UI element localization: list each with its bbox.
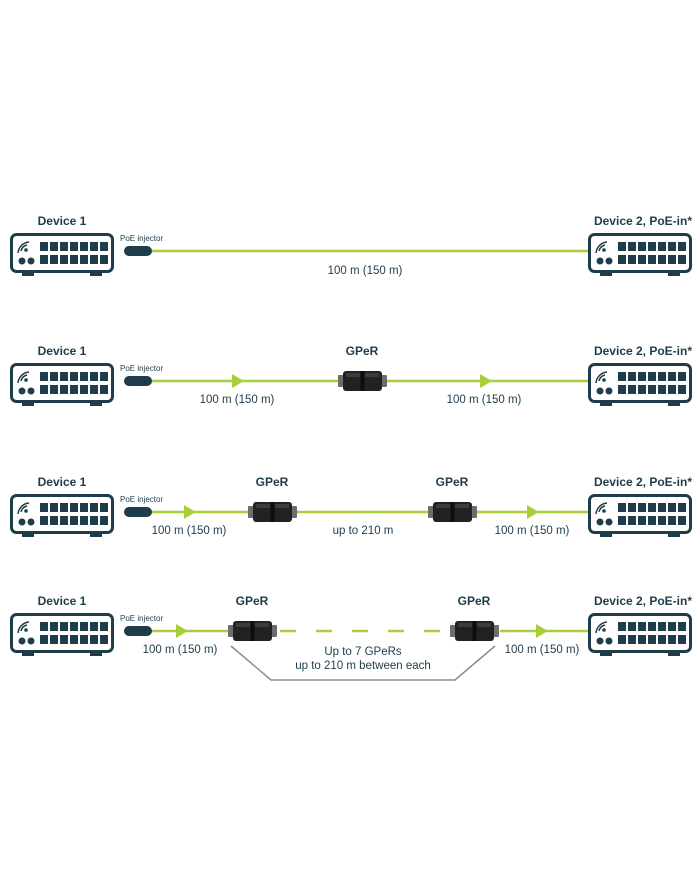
direction-arrow-icon <box>176 624 188 638</box>
gper-label: GPeR <box>256 475 289 489</box>
poe-injector-label: PoE injector <box>120 495 163 504</box>
note-line-2: up to 210 m between each <box>295 660 431 672</box>
distance-label: up to 210 m <box>333 525 394 537</box>
poe-injector-icon <box>124 626 152 636</box>
row-4: Device 1 Device 2, PoE-in* PoE injector … <box>10 594 692 681</box>
gper-label: GPeR <box>236 594 269 608</box>
direction-arrow-icon <box>480 374 492 388</box>
poe-injector-icon <box>124 246 152 256</box>
device-1-switch-icon <box>10 494 114 539</box>
device-2-label: Device 2, PoE-in* <box>594 214 692 228</box>
direction-arrow-icon <box>536 624 548 638</box>
gper-repeater-icon <box>228 621 277 641</box>
gper-repeater-icon <box>248 502 297 522</box>
distance-label: 100 m (150 m) <box>447 394 522 406</box>
note-line-1: Up to 7 GPeRs <box>324 646 402 658</box>
poe-injector-icon <box>124 376 152 386</box>
device-2-switch-icon <box>588 233 692 278</box>
row-2: Device 1 Device 2, PoE-in* PoE injector … <box>10 344 692 408</box>
bracket <box>230 645 496 681</box>
direction-arrow-icon <box>527 505 539 519</box>
gper-repeater-icon <box>428 502 477 522</box>
gper-label: GPeR <box>436 475 469 489</box>
gper-repeater-icon <box>338 371 387 391</box>
distance-label: 100 m (150 m) <box>505 644 580 656</box>
device-1-label: Device 1 <box>38 214 87 228</box>
direction-arrow-icon <box>232 374 244 388</box>
distance-label: 100 m (150 m) <box>328 265 403 277</box>
device-1-switch-icon <box>10 233 114 278</box>
device-2-switch-icon <box>588 363 692 408</box>
device-1-switch-icon <box>10 613 114 658</box>
device-1-label: Device 1 <box>38 594 87 608</box>
distance-label: 100 m (150 m) <box>143 644 218 656</box>
device-1-label: Device 1 <box>38 475 87 489</box>
distance-label: 100 m (150 m) <box>200 394 275 406</box>
distance-label: 100 m (150 m) <box>495 525 570 537</box>
device-2-switch-icon <box>588 494 692 539</box>
device-2-label: Device 2, PoE-in* <box>594 594 692 608</box>
direction-arrow-icon <box>184 505 196 519</box>
device-1-label: Device 1 <box>38 344 87 358</box>
row-3: Device 1 Device 2, PoE-in* PoE injector … <box>10 475 692 539</box>
device-2-label: Device 2, PoE-in* <box>594 475 692 489</box>
device-2-label: Device 2, PoE-in* <box>594 344 692 358</box>
device-2-switch-icon <box>588 613 692 658</box>
gper-label: GPeR <box>346 344 379 358</box>
poe-injector-label: PoE injector <box>120 614 163 623</box>
distance-label: 100 m (150 m) <box>152 525 227 537</box>
device-1-switch-icon <box>10 363 114 408</box>
poe-injector-label: PoE injector <box>120 364 163 373</box>
row-1: Device 1 Device 2, PoE-in* PoE injector … <box>10 214 692 278</box>
poe-injector-label: PoE injector <box>120 234 163 243</box>
gper-repeater-icon <box>450 621 499 641</box>
poe-injector-icon <box>124 507 152 517</box>
gper-label: GPeR <box>458 594 491 608</box>
